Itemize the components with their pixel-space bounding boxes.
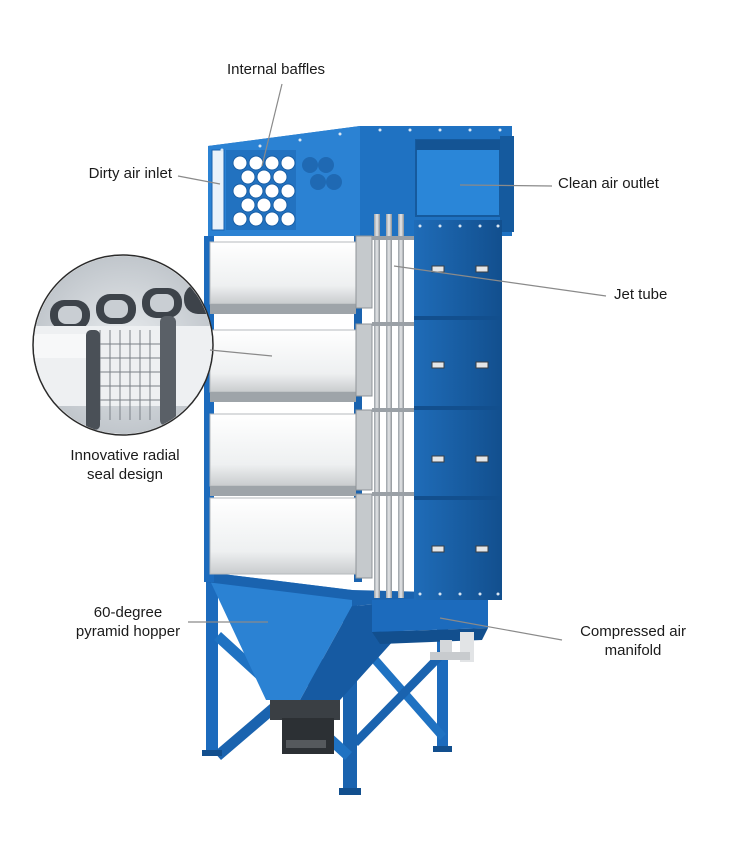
internal-baffle-grid (226, 150, 342, 230)
bolt-dots (220, 128, 502, 596)
door-handles (431, 265, 489, 553)
filter-cartridges (209, 235, 373, 579)
leader-manifold (439, 617, 563, 641)
label-hopper: 60-degree pyramid hopper (66, 603, 190, 641)
manifold-text-line1: Compressed air (580, 623, 686, 640)
top-plenum (208, 126, 514, 236)
filter-housing (204, 220, 502, 600)
radial-seal-text-line2: seal design (87, 466, 163, 483)
leader-internal-baffles (261, 83, 283, 167)
hopper-text-line2: pyramid hopper (75, 623, 181, 640)
dirty-air-inlet-text: Dirty air inlet (88, 165, 172, 182)
jet-tube-text: Jet tube (614, 286, 668, 303)
label-internal-baffles: Internal baffles (214, 60, 338, 79)
leader-clean-air-outlet (459, 184, 553, 187)
compressed-air-manifold (372, 596, 488, 662)
label-radial-seal: Innovative radial seal design (40, 446, 210, 484)
label-dirty-air-inlet: Dirty air inlet (40, 164, 172, 183)
radial-seal-text-line1: Innovative radial (70, 447, 180, 464)
label-clean-air-outlet: Clean air outlet (558, 174, 659, 193)
manifold-text-line2: manifold (604, 642, 662, 659)
radial-seal-inset (32, 254, 214, 436)
clean-air-outlet-text: Clean air outlet (558, 175, 659, 192)
leader-jet-tube (393, 265, 607, 297)
leader-dirty-air-inlet (177, 175, 221, 185)
label-manifold: Compressed air manifold (560, 622, 706, 660)
internal-baffles-text: Internal baffles (226, 61, 326, 78)
leader-radial-seal (209, 349, 273, 357)
hopper-text-line1: 60-degree (93, 604, 163, 621)
leader-lines (177, 83, 607, 641)
jet-tubes (372, 214, 414, 598)
label-jet-tube: Jet tube (614, 285, 667, 304)
